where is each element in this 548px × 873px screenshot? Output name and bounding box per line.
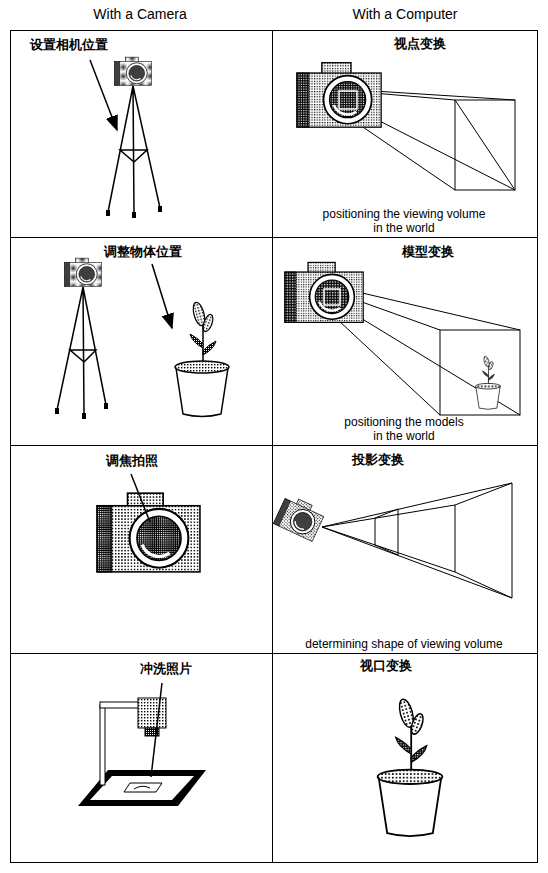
tripod-foot <box>82 413 86 419</box>
tripod-foot <box>158 206 162 212</box>
print-sketch <box>134 786 150 789</box>
photo-paper <box>90 776 194 800</box>
leader-arrow <box>152 264 172 328</box>
frustum-far-face <box>455 483 512 598</box>
cell-title: 投影变换 <box>352 453 404 468</box>
frustum-near-face <box>324 289 340 305</box>
enlarger-arm <box>100 702 140 708</box>
tripod-foot <box>106 210 110 216</box>
frustum-line <box>322 483 512 598</box>
leader-arrow <box>90 60 117 130</box>
frustum-near-face <box>375 509 398 555</box>
enlarger-base <box>78 770 206 806</box>
flower-pot <box>175 301 229 416</box>
table-cell: 调焦拍照 <box>10 445 273 654</box>
tripod-legs <box>108 86 160 214</box>
cell-title: 视口变换 <box>360 659 412 674</box>
camera <box>97 493 200 572</box>
leader-line <box>151 683 162 777</box>
frustum-line <box>455 100 515 190</box>
frustum-near-face <box>339 91 357 109</box>
cell-title: 设置相机位置 <box>30 38 108 53</box>
cell-note: positioning the viewing volume in the wo… <box>321 208 487 236</box>
cell-note: determining shape of viewing volume <box>305 638 502 652</box>
tripod-foot <box>104 403 108 409</box>
tripod-camera <box>55 258 108 419</box>
table-cell: 视点变换 positioning the viewing volume in th… <box>272 30 538 238</box>
cell-title: 模型变换 <box>402 245 454 260</box>
table-cell: 模型变换 positioning the models in the world <box>272 237 538 446</box>
table-cell: 投影变换 determining shape of viewing volume <box>272 445 538 654</box>
photo-print <box>124 783 162 792</box>
flower-pot <box>475 355 500 409</box>
column-heading: With a Camera <box>93 6 186 22</box>
tripod-foot <box>55 408 59 414</box>
table-cell: 设置相机位置 <box>10 30 273 238</box>
column-heading: With a Computer <box>352 6 457 22</box>
leader-line <box>131 474 150 522</box>
cell-note: positioning the models in the world <box>343 416 466 444</box>
cell-title: 调焦拍照 <box>106 454 158 469</box>
camera <box>115 57 152 85</box>
camera <box>65 258 102 286</box>
camera <box>285 262 363 322</box>
tripod-camera <box>106 57 162 218</box>
frustum-far-face <box>440 330 520 415</box>
frustum-far-face <box>455 100 515 190</box>
tripod-foot <box>132 212 136 218</box>
table-cell: 视口变换 <box>272 653 538 863</box>
photo-enlarger <box>78 698 206 806</box>
cell-title: 冲洗照片 <box>140 662 192 677</box>
camera <box>273 494 326 542</box>
enlarger-column <box>100 705 105 785</box>
cell-title: 调整物体位置 <box>104 245 182 260</box>
projection-frustum <box>322 483 512 598</box>
flower-pot <box>378 698 443 836</box>
camera <box>297 63 381 128</box>
enlarger-head <box>138 698 166 728</box>
cell-title: 视点变换 <box>394 37 446 52</box>
table-cell: 冲洗照片 <box>10 653 273 863</box>
table-cell: 调整物体位置 <box>10 237 273 446</box>
tripod-legs <box>57 287 106 415</box>
